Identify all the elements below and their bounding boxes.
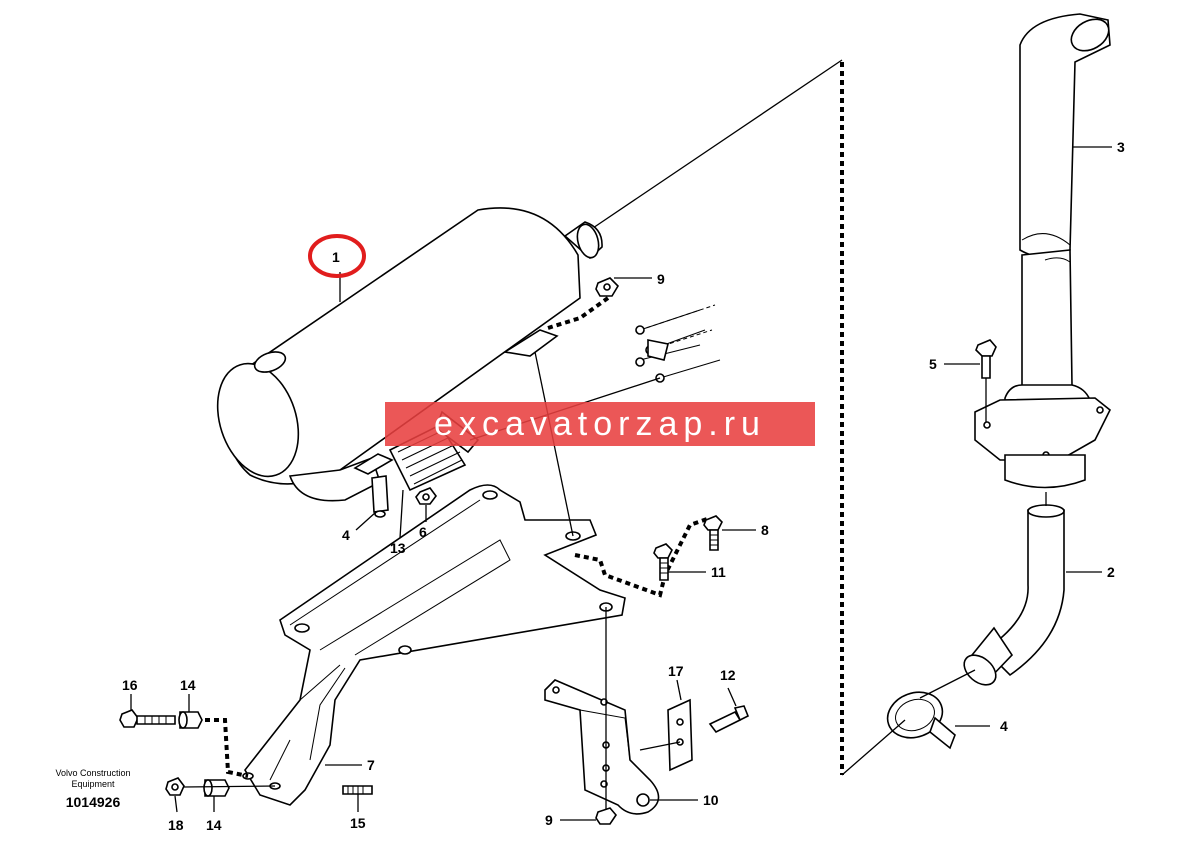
callout-4-bottom[interactable]: 4 [1000, 718, 1008, 734]
callout-16[interactable]: 16 [122, 677, 138, 693]
leader-frame-to-clamp [841, 719, 906, 776]
callout-5[interactable]: 5 [929, 356, 937, 372]
callout-8[interactable]: 8 [761, 522, 769, 538]
brand-block: Volvo Construction Equipment 1014926 [28, 768, 158, 812]
bolt-11[interactable] [653, 543, 673, 581]
support-bracket[interactable] [242, 484, 626, 806]
callout-14-bottom[interactable]: 14 [206, 817, 222, 833]
leader-17-to-plate [639, 741, 681, 751]
callout-9-bottom[interactable]: 9 [545, 812, 553, 828]
brand-line-2: Equipment [71, 779, 115, 789]
callout-leaders [130, 146, 1112, 821]
callout-10[interactable]: 10 [703, 792, 719, 808]
callout-14-top[interactable]: 14 [180, 677, 196, 693]
drawing-number: 1014926 [65, 794, 121, 810]
nut-18[interactable] [165, 777, 185, 796]
spacer-14-bottom[interactable] [203, 779, 230, 797]
brand-line-1: Volvo Construction [55, 768, 131, 778]
callout-9-top[interactable]: 9 [657, 271, 665, 287]
leader-nut-to-bracket [183, 785, 276, 788]
callout-2[interactable]: 2 [1107, 564, 1115, 580]
spacer-14-top[interactable] [178, 711, 203, 729]
callout-12[interactable]: 12 [720, 667, 736, 683]
exhaust-clamp[interactable] [371, 475, 389, 518]
spacer-plate-17[interactable] [667, 698, 693, 772]
leader-clamp-to-pipe [919, 669, 976, 699]
bolt-8[interactable] [703, 515, 723, 551]
watermark-banner: excavatorzap.ru [385, 402, 815, 446]
pipe-clamp[interactable] [881, 685, 956, 750]
callout-15[interactable]: 15 [350, 815, 366, 831]
bolt-12[interactable] [708, 705, 750, 734]
muffler[interactable] [204, 207, 603, 502]
callout-13[interactable]: 13 [390, 540, 406, 556]
callout-18[interactable]: 18 [168, 817, 184, 833]
tail-pipe[interactable] [974, 13, 1114, 489]
callout-11[interactable]: 11 [711, 564, 726, 580]
dash-bolts-to-bracket [574, 516, 711, 598]
callout-4-top[interactable]: 4 [342, 527, 350, 543]
nut-6[interactable] [415, 487, 437, 505]
bolt-15[interactable] [342, 785, 373, 795]
leader-muffler-axis [589, 59, 843, 231]
dash-spacer-to-bracket [205, 718, 249, 778]
callout-3[interactable]: 3 [1117, 139, 1125, 155]
bolt-5[interactable] [975, 339, 997, 379]
bolt-16[interactable] [119, 709, 176, 728]
highlight-ring [308, 234, 366, 278]
callout-1[interactable]: 1 [332, 249, 340, 265]
studs [635, 304, 721, 383]
callout-17[interactable]: 17 [668, 663, 684, 679]
callout-6[interactable]: 6 [419, 524, 427, 540]
flange-screw-9-bottom[interactable] [595, 807, 618, 825]
callout-7[interactable]: 7 [367, 757, 375, 773]
mounting-plate-10[interactable] [544, 679, 660, 815]
dash-screw9-to-bracket [547, 296, 610, 330]
flange-screw-9-top[interactable] [595, 277, 620, 297]
exhaust-pipe-2[interactable] [958, 504, 1065, 691]
callout-labels: 1 9 3 5 2 8 11 4 13 6 7 10 9 17 12 4 16 … [122, 139, 1125, 833]
